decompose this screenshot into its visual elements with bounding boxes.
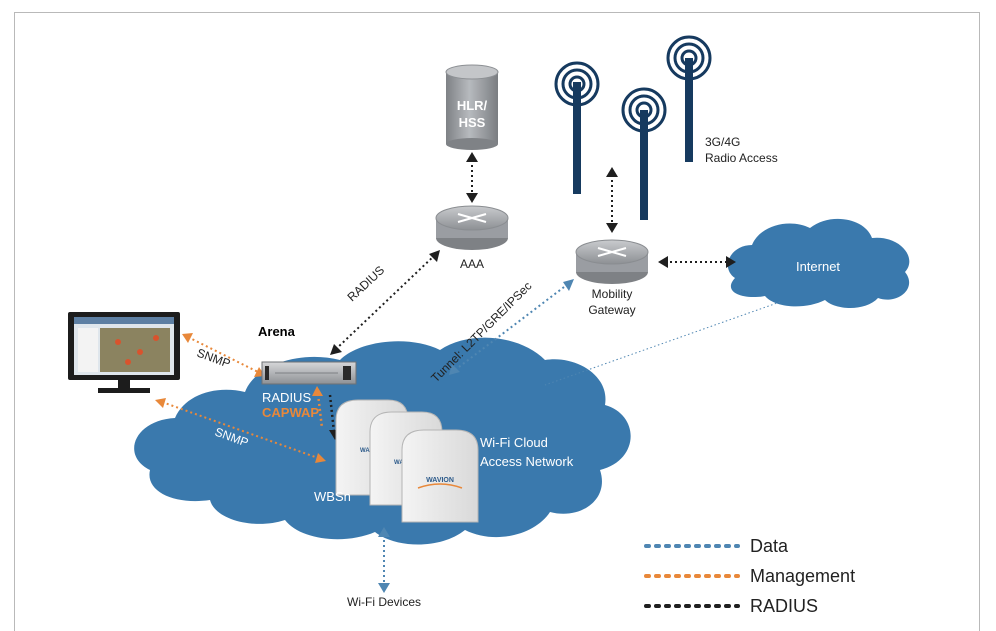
legend-radius-label: RADIUS — [750, 596, 818, 616]
wifi-cloud-label-line1: Wi-Fi Cloud — [480, 435, 548, 450]
access-points: WAVION WAVION WAVION — [335, 399, 479, 523]
aaa-router: AAA — [435, 205, 509, 271]
wifi-devices-label: Wi-Fi Devices — [347, 595, 421, 609]
ap-brand-label: WAVION — [426, 477, 454, 484]
hlr-label-line2: HSS — [459, 115, 486, 130]
snmp-top-label: SNMP — [195, 346, 232, 371]
hlr-hss-database: HLR/ HSS — [445, 64, 499, 150]
legend-management: Management — [644, 566, 855, 586]
arena-label: Arena — [258, 324, 296, 339]
arena-server: Arena — [258, 324, 357, 385]
legend-data-label: Data — [750, 536, 789, 556]
legend: Data Management RADIUS — [644, 536, 855, 616]
access-point: WAVION — [401, 429, 479, 523]
capwap-label: CAPWAP — [262, 405, 319, 420]
mobility-gateway-router: Mobility Gateway — [575, 239, 649, 317]
radio-label-line2: Radio Access — [705, 151, 778, 165]
radius-link-label: RADIUS — [344, 263, 387, 304]
radio-towers: 3G/4G Radio Access — [554, 35, 778, 220]
radius-server-label: RADIUS — [262, 390, 311, 405]
connection-lines — [155, 152, 781, 593]
legend-radius: RADIUS — [644, 596, 818, 616]
internet-label: Internet — [796, 259, 840, 274]
legend-management-label: Management — [750, 566, 855, 586]
router-arrows-icon — [597, 247, 627, 257]
antenna-icon — [554, 61, 600, 194]
gateway-label-line2: Gateway — [588, 303, 635, 317]
antenna-icon — [666, 35, 712, 162]
gateway-label-line1: Mobility — [592, 287, 633, 301]
diagram-frame — [14, 12, 980, 631]
antenna-icon — [621, 87, 667, 220]
management-monitor — [68, 312, 180, 393]
hlr-label-line1: HLR/ — [457, 98, 488, 113]
legend-data: Data — [644, 536, 789, 556]
wifi-cloud-label-line2: Access Network — [480, 454, 574, 469]
wbsn-label: WBSn — [314, 489, 351, 504]
internet-cloud-shape — [727, 218, 910, 308]
aaa-label: AAA — [460, 257, 484, 271]
radio-label-line1: 3G/4G — [705, 135, 740, 149]
router-arrows-icon — [457, 213, 487, 223]
